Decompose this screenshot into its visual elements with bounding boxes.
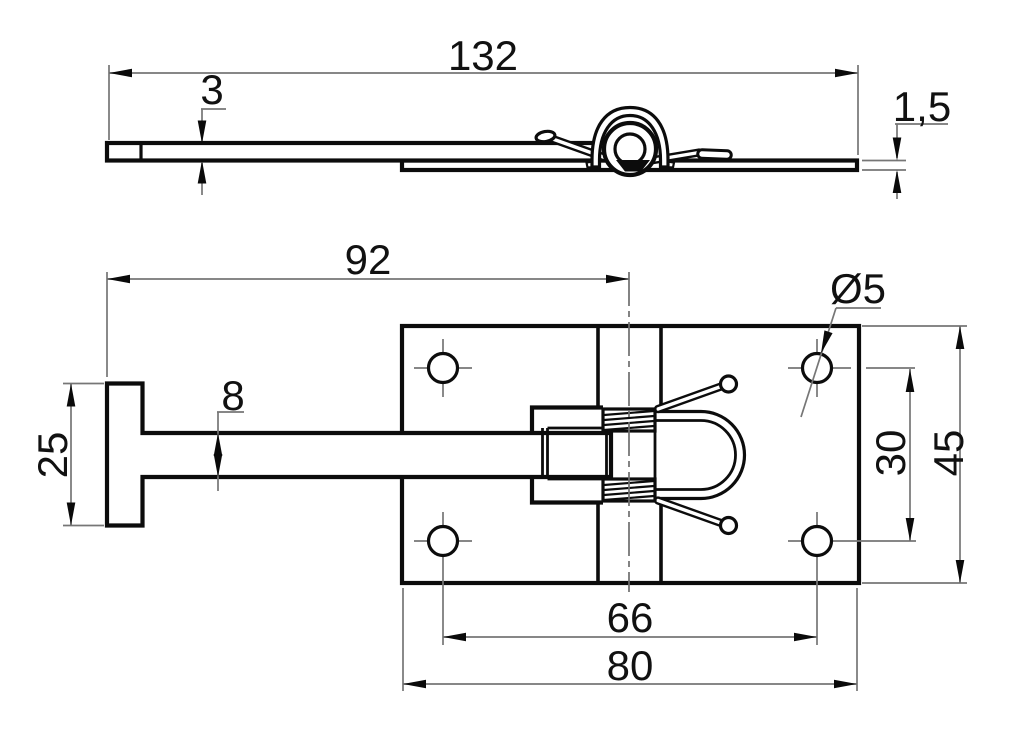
dim-66-arrow-left bbox=[443, 632, 466, 642]
dim-25-arrow-bottom bbox=[66, 502, 76, 526]
hole-bottom-right bbox=[788, 512, 916, 645]
dim-25-label: 25 bbox=[29, 432, 76, 479]
dim-8-label: 8 bbox=[221, 372, 244, 419]
side-spring-right-tip-core bbox=[699, 151, 730, 158]
plan-spring-bottom-eye bbox=[718, 515, 739, 536]
dim-30-arrow-top bbox=[905, 369, 915, 392]
dim-head-width: 25 bbox=[29, 382, 104, 527]
dim-45-arrow-bottom bbox=[955, 560, 965, 583]
side-spring-left-leg-core bbox=[548, 136, 615, 163]
plan-view: 92 Ø5 25 8 bbox=[29, 236, 972, 691]
plan-spring-top-eye bbox=[718, 374, 739, 394]
dim-plate-width: 80 bbox=[402, 588, 858, 691]
dim-92-arrow-left bbox=[107, 274, 130, 284]
dim-30-label: 30 bbox=[867, 430, 914, 477]
dim-3-arrow-bottom bbox=[197, 160, 207, 184]
dim-arm-reach: 92 bbox=[106, 236, 629, 377]
dim-15-arrow-top bbox=[892, 137, 902, 161]
dim-arm-thickness: 3 bbox=[197, 66, 226, 195]
side-coil-base-wedge bbox=[616, 160, 650, 172]
plan-spring-bail-outer bbox=[655, 409, 747, 501]
dim-25-arrow-top bbox=[66, 383, 76, 407]
dim-132-arrow-right bbox=[835, 68, 858, 78]
dim-plate-height: 45 bbox=[862, 325, 972, 584]
dim-80-arrow-right bbox=[834, 679, 857, 689]
mount-hole bbox=[426, 351, 460, 385]
dim-45-arrow-top bbox=[955, 326, 965, 349]
plan-t-bar bbox=[104, 381, 614, 528]
hole-bottom-left bbox=[414, 512, 472, 645]
side-spring-left-eye bbox=[534, 129, 557, 144]
dim-overall-length: 132 bbox=[108, 32, 859, 155]
side-view: 132 3 1,5 bbox=[104, 32, 951, 199]
dim-hole-pitch-vertical: 30 bbox=[867, 369, 915, 541]
dim-hole-diameter: Ø5 bbox=[800, 265, 886, 418]
dim-132-arrow-left bbox=[109, 68, 132, 78]
dim-66-arrow-right bbox=[794, 632, 817, 642]
mount-hole bbox=[800, 524, 834, 558]
mount-hole bbox=[426, 524, 460, 558]
dim-30-arrow-bottom bbox=[905, 518, 915, 541]
side-coil-inner bbox=[613, 132, 647, 166]
plan-spring-top-leg-core bbox=[656, 384, 723, 411]
dim-92-arrow-right bbox=[606, 274, 629, 284]
dim-plate-thickness: 1,5 bbox=[862, 83, 951, 199]
dim-15-label: 1,5 bbox=[893, 83, 951, 130]
dim-o5-label: Ø5 bbox=[830, 265, 886, 312]
plan-spring-bottom-leg-core bbox=[656, 498, 723, 525]
dim-132-label: 132 bbox=[448, 32, 518, 79]
dim-80-arrow-left bbox=[403, 679, 426, 689]
dim-45-label: 45 bbox=[925, 430, 972, 477]
dim-66-label: 66 bbox=[607, 594, 654, 641]
dim-92-label: 92 bbox=[345, 236, 392, 283]
side-keeper-strap-arch bbox=[590, 105, 670, 169]
hole-top-left bbox=[414, 339, 472, 397]
dim-arm-width: 8 bbox=[213, 372, 245, 491]
plan-spring-bail-inner bbox=[655, 419, 737, 491]
coil-wind-line bbox=[603, 414, 655, 422]
dim-hole-pitch-horizontal: 66 bbox=[443, 594, 817, 642]
dim-o5-leader bbox=[800, 307, 837, 418]
dim-3-label: 3 bbox=[200, 66, 223, 113]
dim-3-arrow-top bbox=[197, 120, 207, 144]
dim-15-arrow-bottom bbox=[892, 170, 902, 193]
dim-80-label: 80 bbox=[607, 642, 654, 689]
